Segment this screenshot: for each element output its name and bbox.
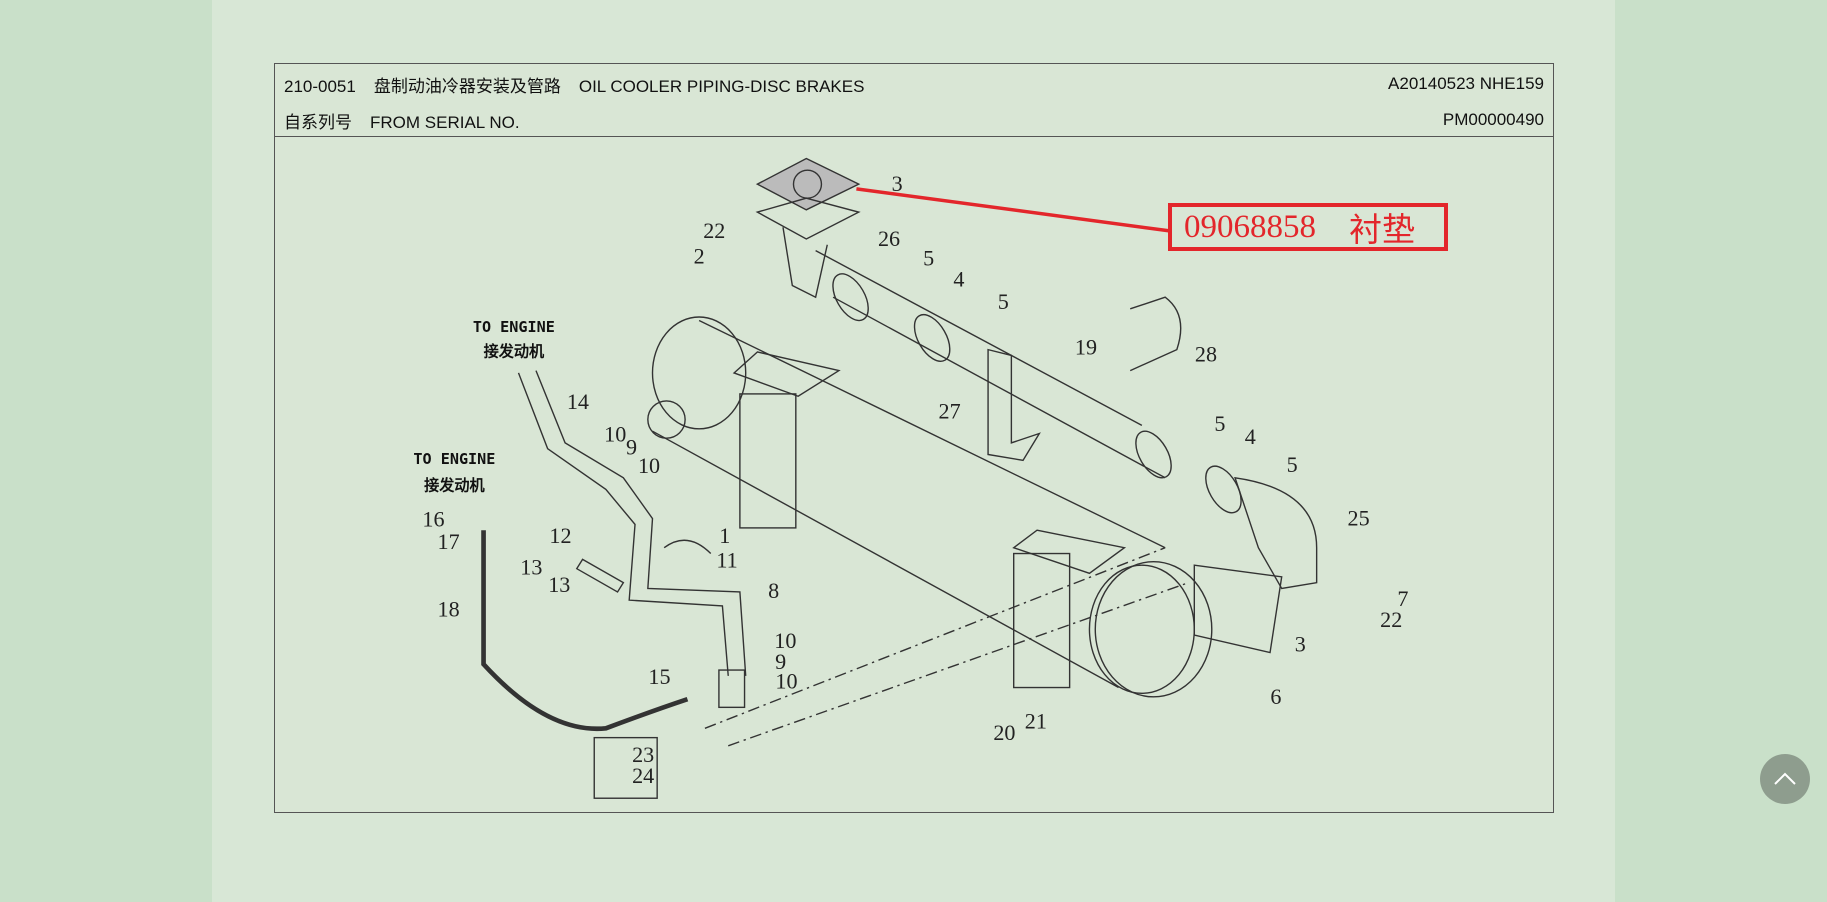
chevron-up-icon: [1774, 772, 1796, 785]
part-code: 210-0051: [284, 76, 356, 96]
title-cn: 盘制动油冷器安装及管路: [373, 76, 561, 96]
serial-cn: 自系列号: [284, 112, 352, 132]
part-label: 7: [1397, 586, 1408, 611]
callout-part-name: 衬垫: [1349, 213, 1415, 249]
sheet-header: 210-0051 盘制动油冷器安装及管路 OIL COOLER PIPING-DIS…: [275, 64, 1553, 137]
part-label: 18: [438, 596, 460, 621]
part-label: 12: [549, 523, 571, 548]
part-label: 4: [953, 267, 964, 292]
engine-label-2: TO ENGINE 接发动机: [413, 450, 495, 495]
part-label: 2: [694, 243, 705, 268]
title-line: 210-0051 盘制动油冷器安装及管路 OIL COOLER PIPING-DIS…: [284, 72, 864, 97]
part-label: 26: [878, 226, 900, 251]
part-label: 11: [716, 548, 737, 573]
part-callout-box: 09068858 衬垫: [1168, 203, 1448, 251]
title-en: OIL COOLER PIPING-DISC BRAKES: [578, 76, 865, 96]
reference-code: A20140523 NHE159: [1388, 74, 1544, 93]
callout-leader-line: [856, 187, 1169, 233]
engine-label-1: TO ENGINE 接发动机: [473, 318, 555, 360]
part-label: 3: [892, 171, 903, 196]
part-label: 27: [939, 398, 961, 423]
part-label: 4: [1245, 424, 1256, 449]
engine-label-en: TO ENGINE: [413, 450, 495, 468]
part-label: 6: [1270, 684, 1281, 709]
part-label: 5: [923, 246, 934, 271]
part-label: 22: [703, 218, 725, 243]
part-label: 14: [567, 389, 589, 414]
part-label: 20: [993, 720, 1015, 745]
scroll-to-top-button[interactable]: [1760, 754, 1810, 804]
part-label: 24: [632, 763, 654, 788]
part-label: 22: [1380, 607, 1402, 632]
engine-label-en: TO ENGINE: [473, 318, 555, 336]
part-label: 10: [775, 669, 797, 694]
part-label: 28: [1195, 341, 1217, 366]
part-label: 13: [548, 572, 570, 597]
engine-label-cn: 接发动机: [484, 343, 545, 361]
part-label: 3: [1295, 631, 1306, 656]
parts-sheet: 210-0051 盘制动油冷器安装及管路 OIL COOLER PIPING-DIS…: [274, 63, 1554, 813]
part-label: 10: [604, 422, 626, 447]
serial-line: 自系列号 FROM SERIAL NO.: [284, 108, 520, 133]
part-label: 23: [632, 742, 654, 767]
part-label: 13: [520, 555, 542, 580]
part-label: 10: [638, 453, 660, 478]
part-label: 1: [719, 523, 730, 548]
part-label: 21: [1025, 708, 1047, 733]
diagram-linework: [481, 157, 1318, 799]
part-label: 8: [768, 578, 779, 603]
part-label: 16: [422, 507, 444, 532]
part-label: 5: [998, 289, 1009, 314]
part-label: 9: [775, 649, 786, 674]
part-label: 5: [1214, 411, 1225, 436]
part-label: 19: [1075, 334, 1097, 359]
serial-number: PM00000490: [1442, 110, 1544, 129]
part-label: 15: [648, 664, 670, 689]
engine-label-cn: 接发动机: [424, 477, 485, 495]
part-label: 9: [626, 434, 637, 459]
part-label: 17: [438, 529, 460, 554]
callout-part-number: 09068858: [1184, 208, 1316, 245]
part-label: 25: [1348, 506, 1370, 531]
part-label: 10: [774, 628, 796, 653]
serial-en: FROM SERIAL NO.: [370, 112, 520, 132]
part-label: 5: [1287, 452, 1298, 477]
